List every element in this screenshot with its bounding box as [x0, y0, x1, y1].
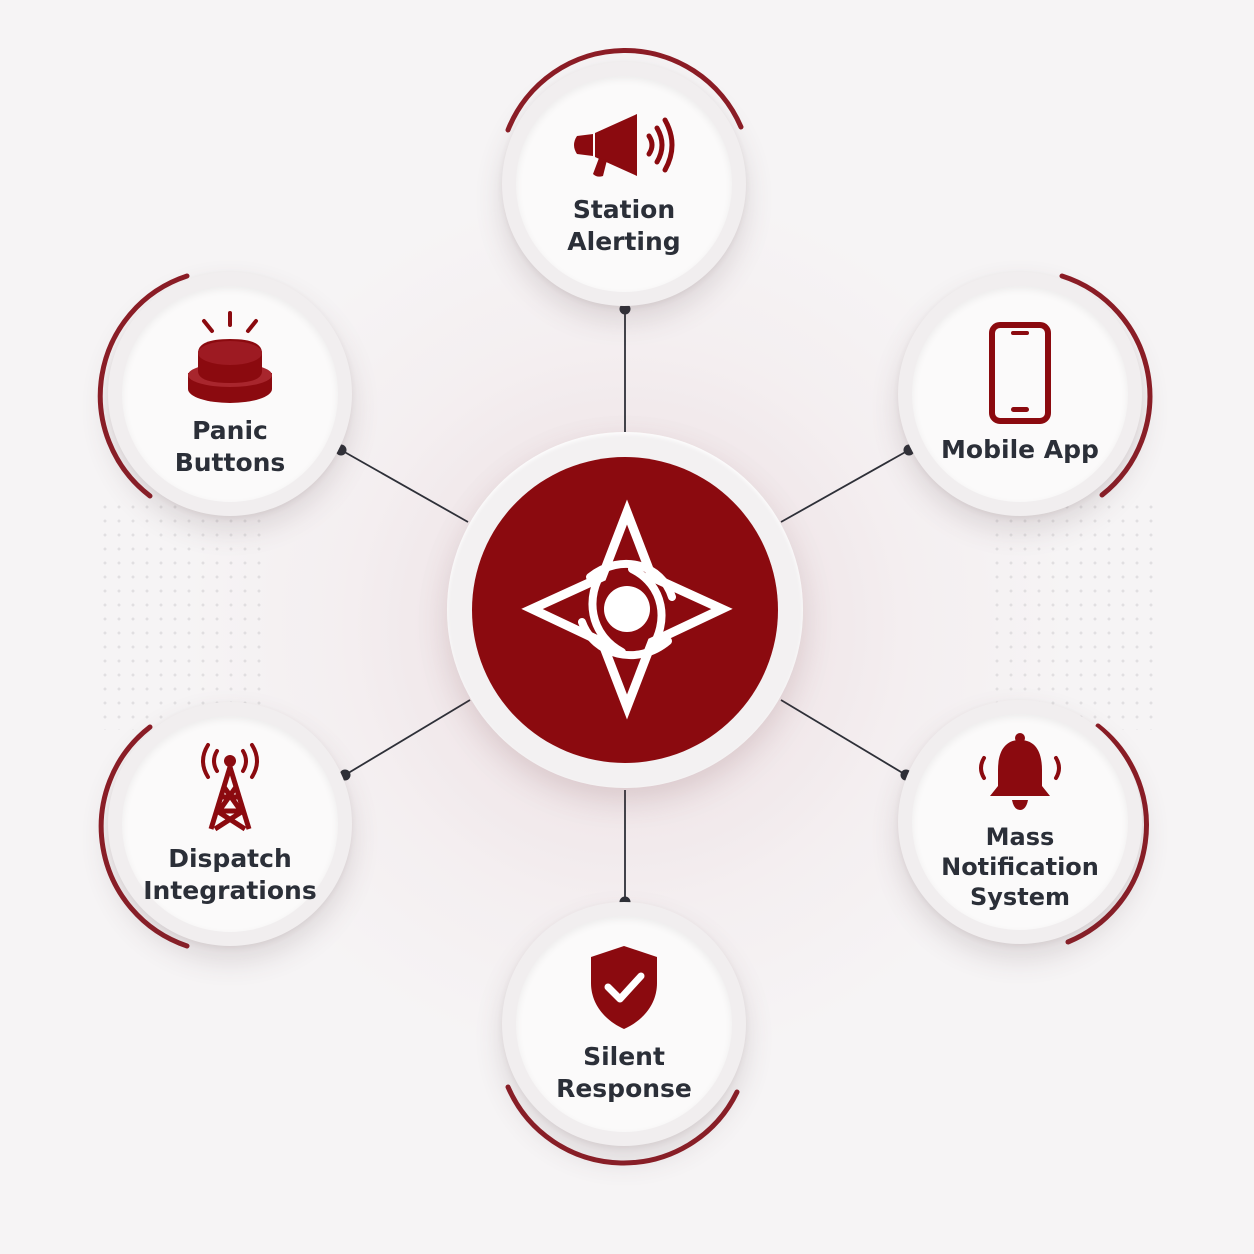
node-label: Panic Buttons	[174, 416, 286, 477]
smartphone-icon	[989, 322, 1051, 424]
node-label: Mobile App	[941, 435, 1099, 464]
bell-ringing-icon	[979, 733, 1061, 810]
four-point-star-eye-logo-icon	[472, 457, 778, 763]
node-mobile-app[interactable]: Mobile App	[898, 272, 1142, 516]
node-panic-buttons[interactable]: Panic Buttons	[108, 272, 352, 516]
node-face: Dispatch Integrations	[122, 716, 338, 932]
megaphone-icon	[574, 114, 675, 177]
node-face: Mass Notification System	[912, 714, 1128, 930]
node-label: Station Alerting	[567, 195, 681, 256]
connector-mobile-app	[780, 449, 910, 523]
node-mass-notification[interactable]: Mass Notification System	[898, 700, 1142, 944]
node-face: Mobile App	[912, 286, 1128, 502]
arc-dispatch-integrations	[98, 724, 190, 949]
connector-dispatch-integrations	[344, 699, 471, 776]
arc-station-alerting	[505, 47, 744, 133]
node-label: Dispatch Integrations	[143, 844, 317, 905]
connector-mass-notification	[780, 699, 907, 776]
node-label: Silent Response	[556, 1042, 692, 1103]
shield-check-icon	[591, 946, 657, 1029]
panic-button-icon	[188, 311, 272, 403]
node-face: Silent Response	[516, 916, 732, 1132]
arc-silent-response	[505, 1084, 740, 1166]
connector-dot	[619, 303, 631, 315]
radio-tower-icon	[201, 743, 259, 832]
central-hub[interactable]	[472, 457, 778, 763]
connector-panic-buttons	[340, 449, 469, 523]
arc-mobile-app	[1059, 273, 1153, 498]
dot-pattern-left	[98, 500, 268, 730]
node-label: Mass Notification System	[941, 823, 1099, 911]
arc-panic-buttons	[97, 273, 190, 499]
dot-pattern-right	[990, 500, 1160, 730]
node-dispatch-integrations[interactable]: Dispatch Integrations	[108, 702, 352, 946]
node-face: Panic Buttons	[122, 286, 338, 502]
node-silent-response[interactable]: Silent Response	[502, 902, 746, 1146]
node-station-alerting[interactable]: Station Alerting	[502, 62, 746, 306]
arc-mass-notification	[1065, 723, 1149, 945]
node-face: Station Alerting	[516, 76, 732, 292]
